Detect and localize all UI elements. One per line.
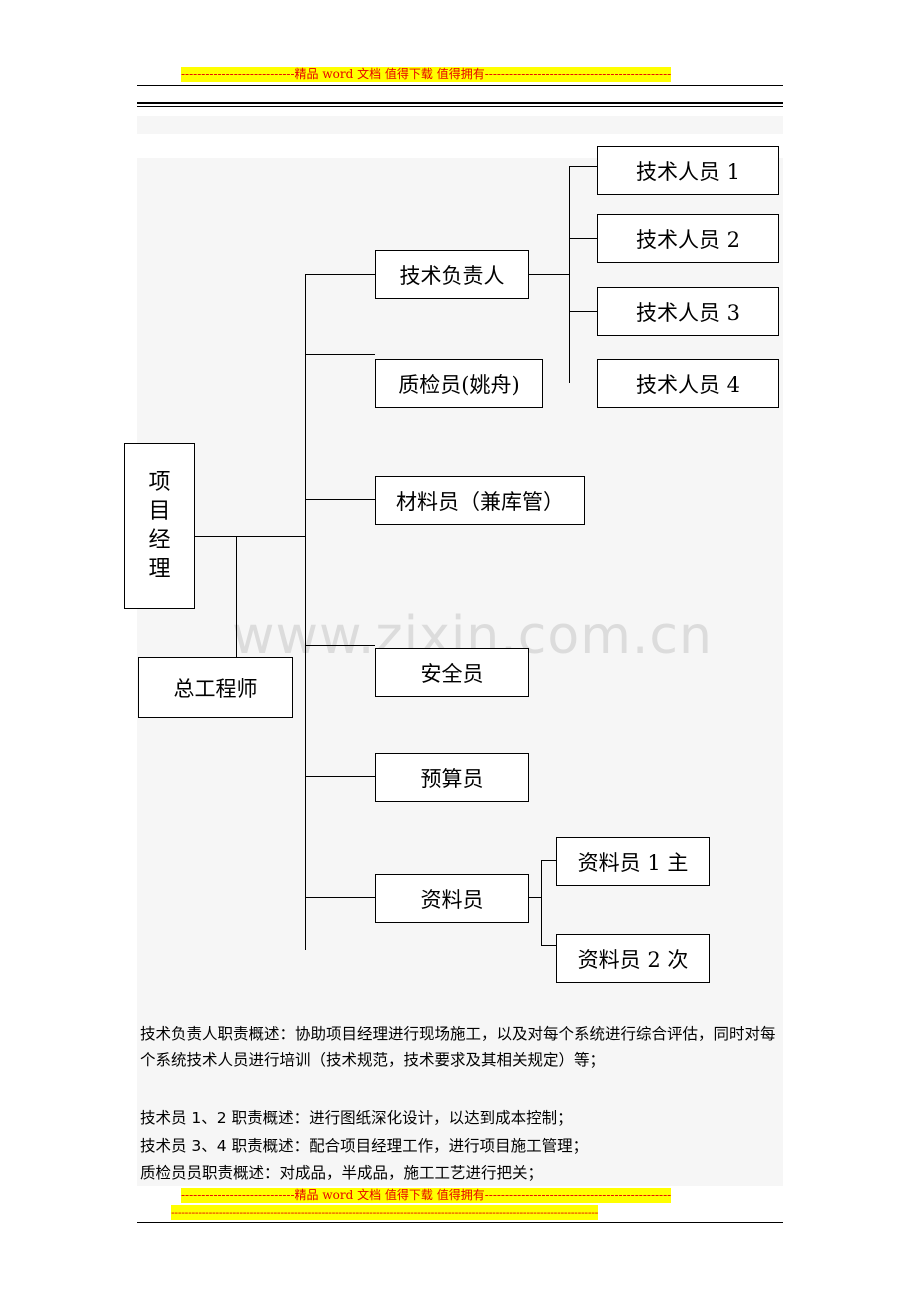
document-sub-1-box: 资料员 1 主 [556, 837, 710, 886]
branch-tech-3 [569, 311, 598, 312]
footer-banner-1: ----------------------------精品 word 文档 值… [181, 1188, 672, 1203]
footer-banner-2: ----------------------------------------… [171, 1205, 599, 1220]
branch-safety [305, 645, 375, 646]
document-clerk-box: 资料员 [375, 874, 529, 923]
branch-document-1 [541, 860, 557, 861]
header-banner: ----------------------------精品 word 文档 值… [181, 67, 672, 82]
header-rule-double-1 [137, 102, 783, 104]
material-clerk-box: 材料员（兼库管） [375, 476, 585, 525]
branch-document-2 [541, 945, 557, 946]
header-rule-double-2 [137, 106, 783, 107]
pm-to-chief-line [236, 536, 237, 657]
main-trunk-line [305, 274, 306, 950]
branch-tech-2 [569, 238, 598, 239]
budget-officer-box: 预算员 [375, 753, 529, 802]
branch-qc [305, 354, 375, 355]
pm-char-2: 目 [148, 499, 171, 524]
footer-rule [137, 1222, 783, 1223]
top-strip [137, 116, 783, 134]
project-manager-box: 项 目 经 理 [124, 443, 195, 609]
description-tech-lead: 技术负责人职责概述：协助项目经理进行现场施工，以及对每个系统进行综合评估，同时对… [140, 1025, 776, 1069]
safety-officer-box: 安全员 [375, 648, 529, 697]
header-rule-top [137, 85, 783, 86]
branch-budget [305, 776, 375, 777]
tech-staff-trunk [569, 166, 570, 383]
qc-inspector-box: 质检员(姚舟) [375, 359, 543, 408]
description-tech-1-2: 技术员 1、2 职责概述：进行图纸深化设计，以达到成本控制； [140, 1109, 573, 1127]
chief-engineer-box: 总工程师 [138, 657, 293, 718]
pm-char-3: 经 [148, 528, 171, 553]
tech-staff-2-box: 技术人员 2 [597, 214, 779, 263]
pm-char-4: 理 [148, 557, 171, 582]
description-tech-3-4: 技术员 3、4 职责概述：配合项目经理工作，进行项目施工管理； [140, 1137, 589, 1155]
pm-connector [194, 536, 306, 537]
tech-lead-to-staff [528, 274, 570, 275]
document-subs-trunk [541, 860, 542, 946]
tech-staff-4-box: 技术人员 4 [597, 359, 779, 408]
tech-lead-box: 技术负责人 [375, 250, 529, 299]
description-qc: 质检员员职责概述：对成品，半成品，施工工艺进行把关； [140, 1164, 544, 1182]
branch-tech-lead [305, 274, 375, 275]
branch-tech-1 [569, 166, 598, 167]
tech-staff-1-box: 技术人员 1 [597, 146, 779, 195]
document-sub-2-box: 资料员 2 次 [556, 934, 710, 983]
pm-char-1: 项 [148, 470, 171, 495]
branch-material [305, 499, 375, 500]
tech-staff-3-box: 技术人员 3 [597, 287, 779, 336]
document-to-subs [528, 897, 542, 898]
branch-document [305, 897, 375, 898]
